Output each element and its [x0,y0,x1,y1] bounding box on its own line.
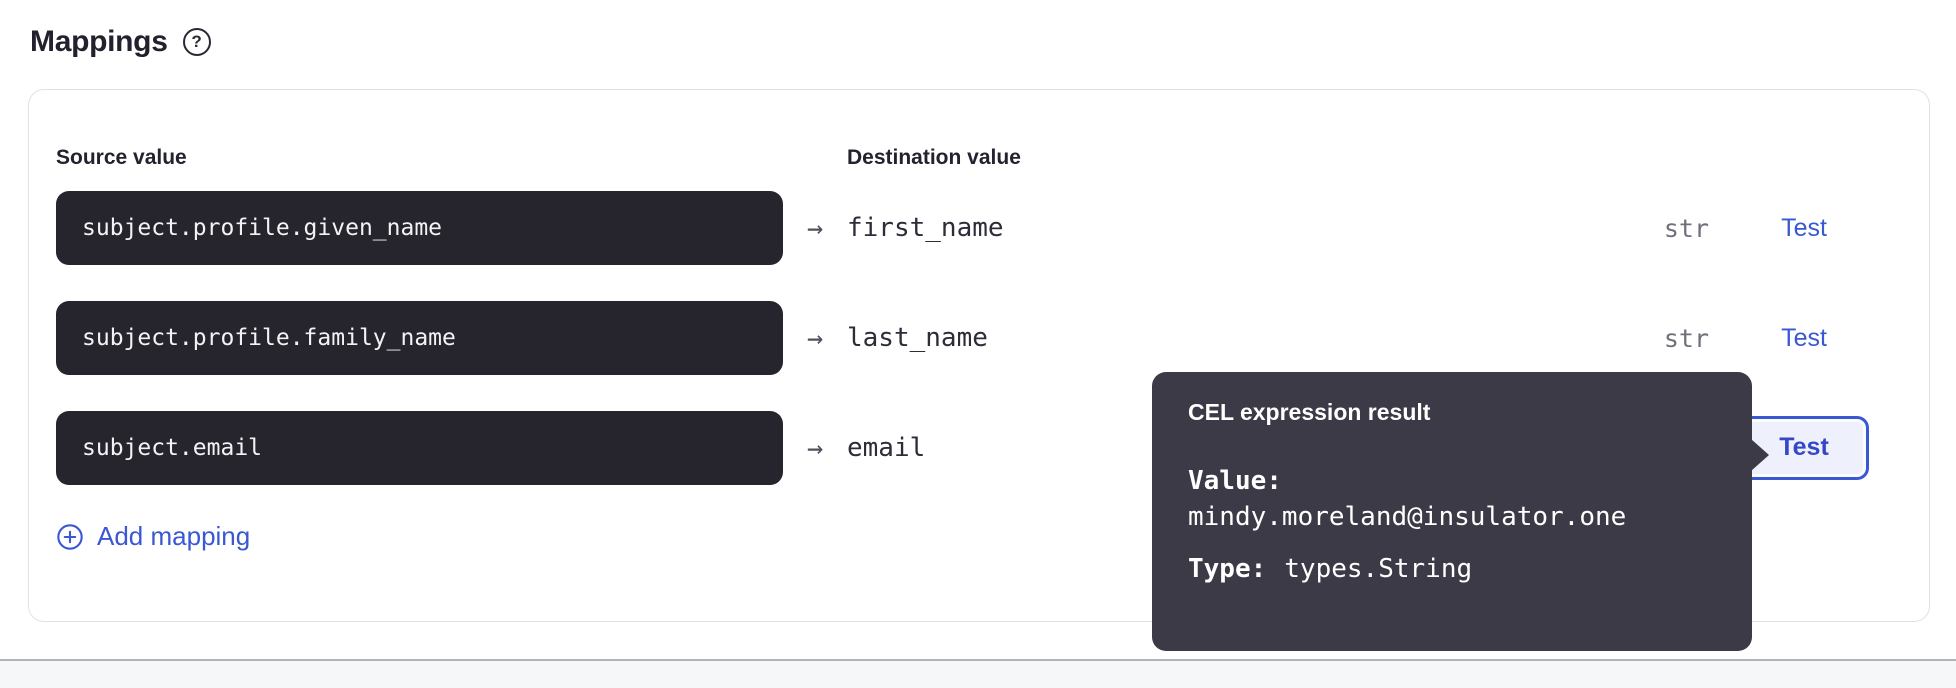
add-mapping-label: Add mapping [97,521,251,551]
mapping-row: subject.profile.family_name → last_name … [56,301,1899,375]
destination-value: first_name [847,213,1004,243]
source-value-input[interactable]: subject.profile.given_name [56,191,783,265]
column-headers-row: Source value Destination value [56,146,1899,170]
type-badge: str [1663,323,1709,353]
test-button[interactable]: Test [1781,323,1827,352]
tooltip-value: mindy.moreland@insulator.one [1188,502,1627,532]
help-icon[interactable]: ? [182,28,211,56]
arrow-right-icon: → [806,432,824,464]
destination-column-header: Destination value [847,146,1021,169]
tooltip-value-label: Value: [1188,466,1282,496]
tooltip-pointer-arrow [1751,439,1769,471]
mapping-row: subject.profile.given_name → first_name … [56,191,1899,265]
mappings-card: Source value Destination value subject.p… [28,89,1930,622]
page-title: Mappings [30,25,168,58]
type-badge: str [1663,213,1709,243]
mapping-row: subject.email → email Test [56,411,1899,485]
tooltip-title: CEL expression result [1188,399,1431,425]
section-header: Mappings ? [0,0,1956,62]
plus-circle-icon [56,523,84,551]
destination-value: last_name [847,323,988,353]
cel-result-tooltip: CEL expression result Value: mindy.morel… [1152,372,1769,651]
add-mapping-row: Add mapping [56,521,1899,556]
source-column-header: Source value [56,146,187,169]
arrow-right-icon: → [806,212,824,244]
tooltip-type-line: Type: types.String [1188,554,1716,584]
destination-value: email [847,433,926,463]
page-divider [0,659,1956,661]
footer-strip [0,661,1956,688]
tooltip-type-value: types.String [1284,554,1473,584]
test-button[interactable]: Test [1781,213,1827,242]
add-mapping-button[interactable]: Add mapping [56,521,250,552]
source-value-input[interactable]: subject.email [56,411,783,485]
arrow-right-icon: → [806,322,824,354]
source-value-input[interactable]: subject.profile.family_name [56,301,783,375]
tooltip-type-label: Type: [1188,554,1267,584]
